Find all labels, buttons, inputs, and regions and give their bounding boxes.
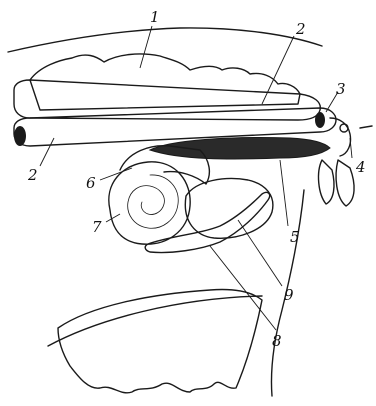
duct-cross-section-right	[315, 112, 325, 128]
lower-tissue	[58, 289, 262, 392]
duct-cross-section-left	[14, 126, 26, 146]
dorsal-contour	[8, 28, 322, 52]
callout-2-upper: 2	[295, 20, 306, 38]
callout-2-lower: 2	[27, 166, 38, 184]
coiled-structure	[109, 162, 190, 244]
callout-3: 3	[336, 80, 346, 98]
callout-1: 1	[150, 8, 160, 26]
callout-6: 6	[86, 174, 96, 192]
callout-8: 8	[272, 332, 282, 350]
callout-5: 5	[290, 228, 300, 246]
lower-boundary	[48, 296, 262, 346]
dorsal-band	[14, 80, 320, 120]
lower-lobe	[185, 179, 273, 239]
callout-4: 4	[355, 158, 366, 176]
callout-9: 9	[284, 286, 294, 304]
dark-gland	[150, 138, 330, 160]
elongated-process	[145, 192, 269, 252]
callout-7: 7	[92, 218, 102, 236]
